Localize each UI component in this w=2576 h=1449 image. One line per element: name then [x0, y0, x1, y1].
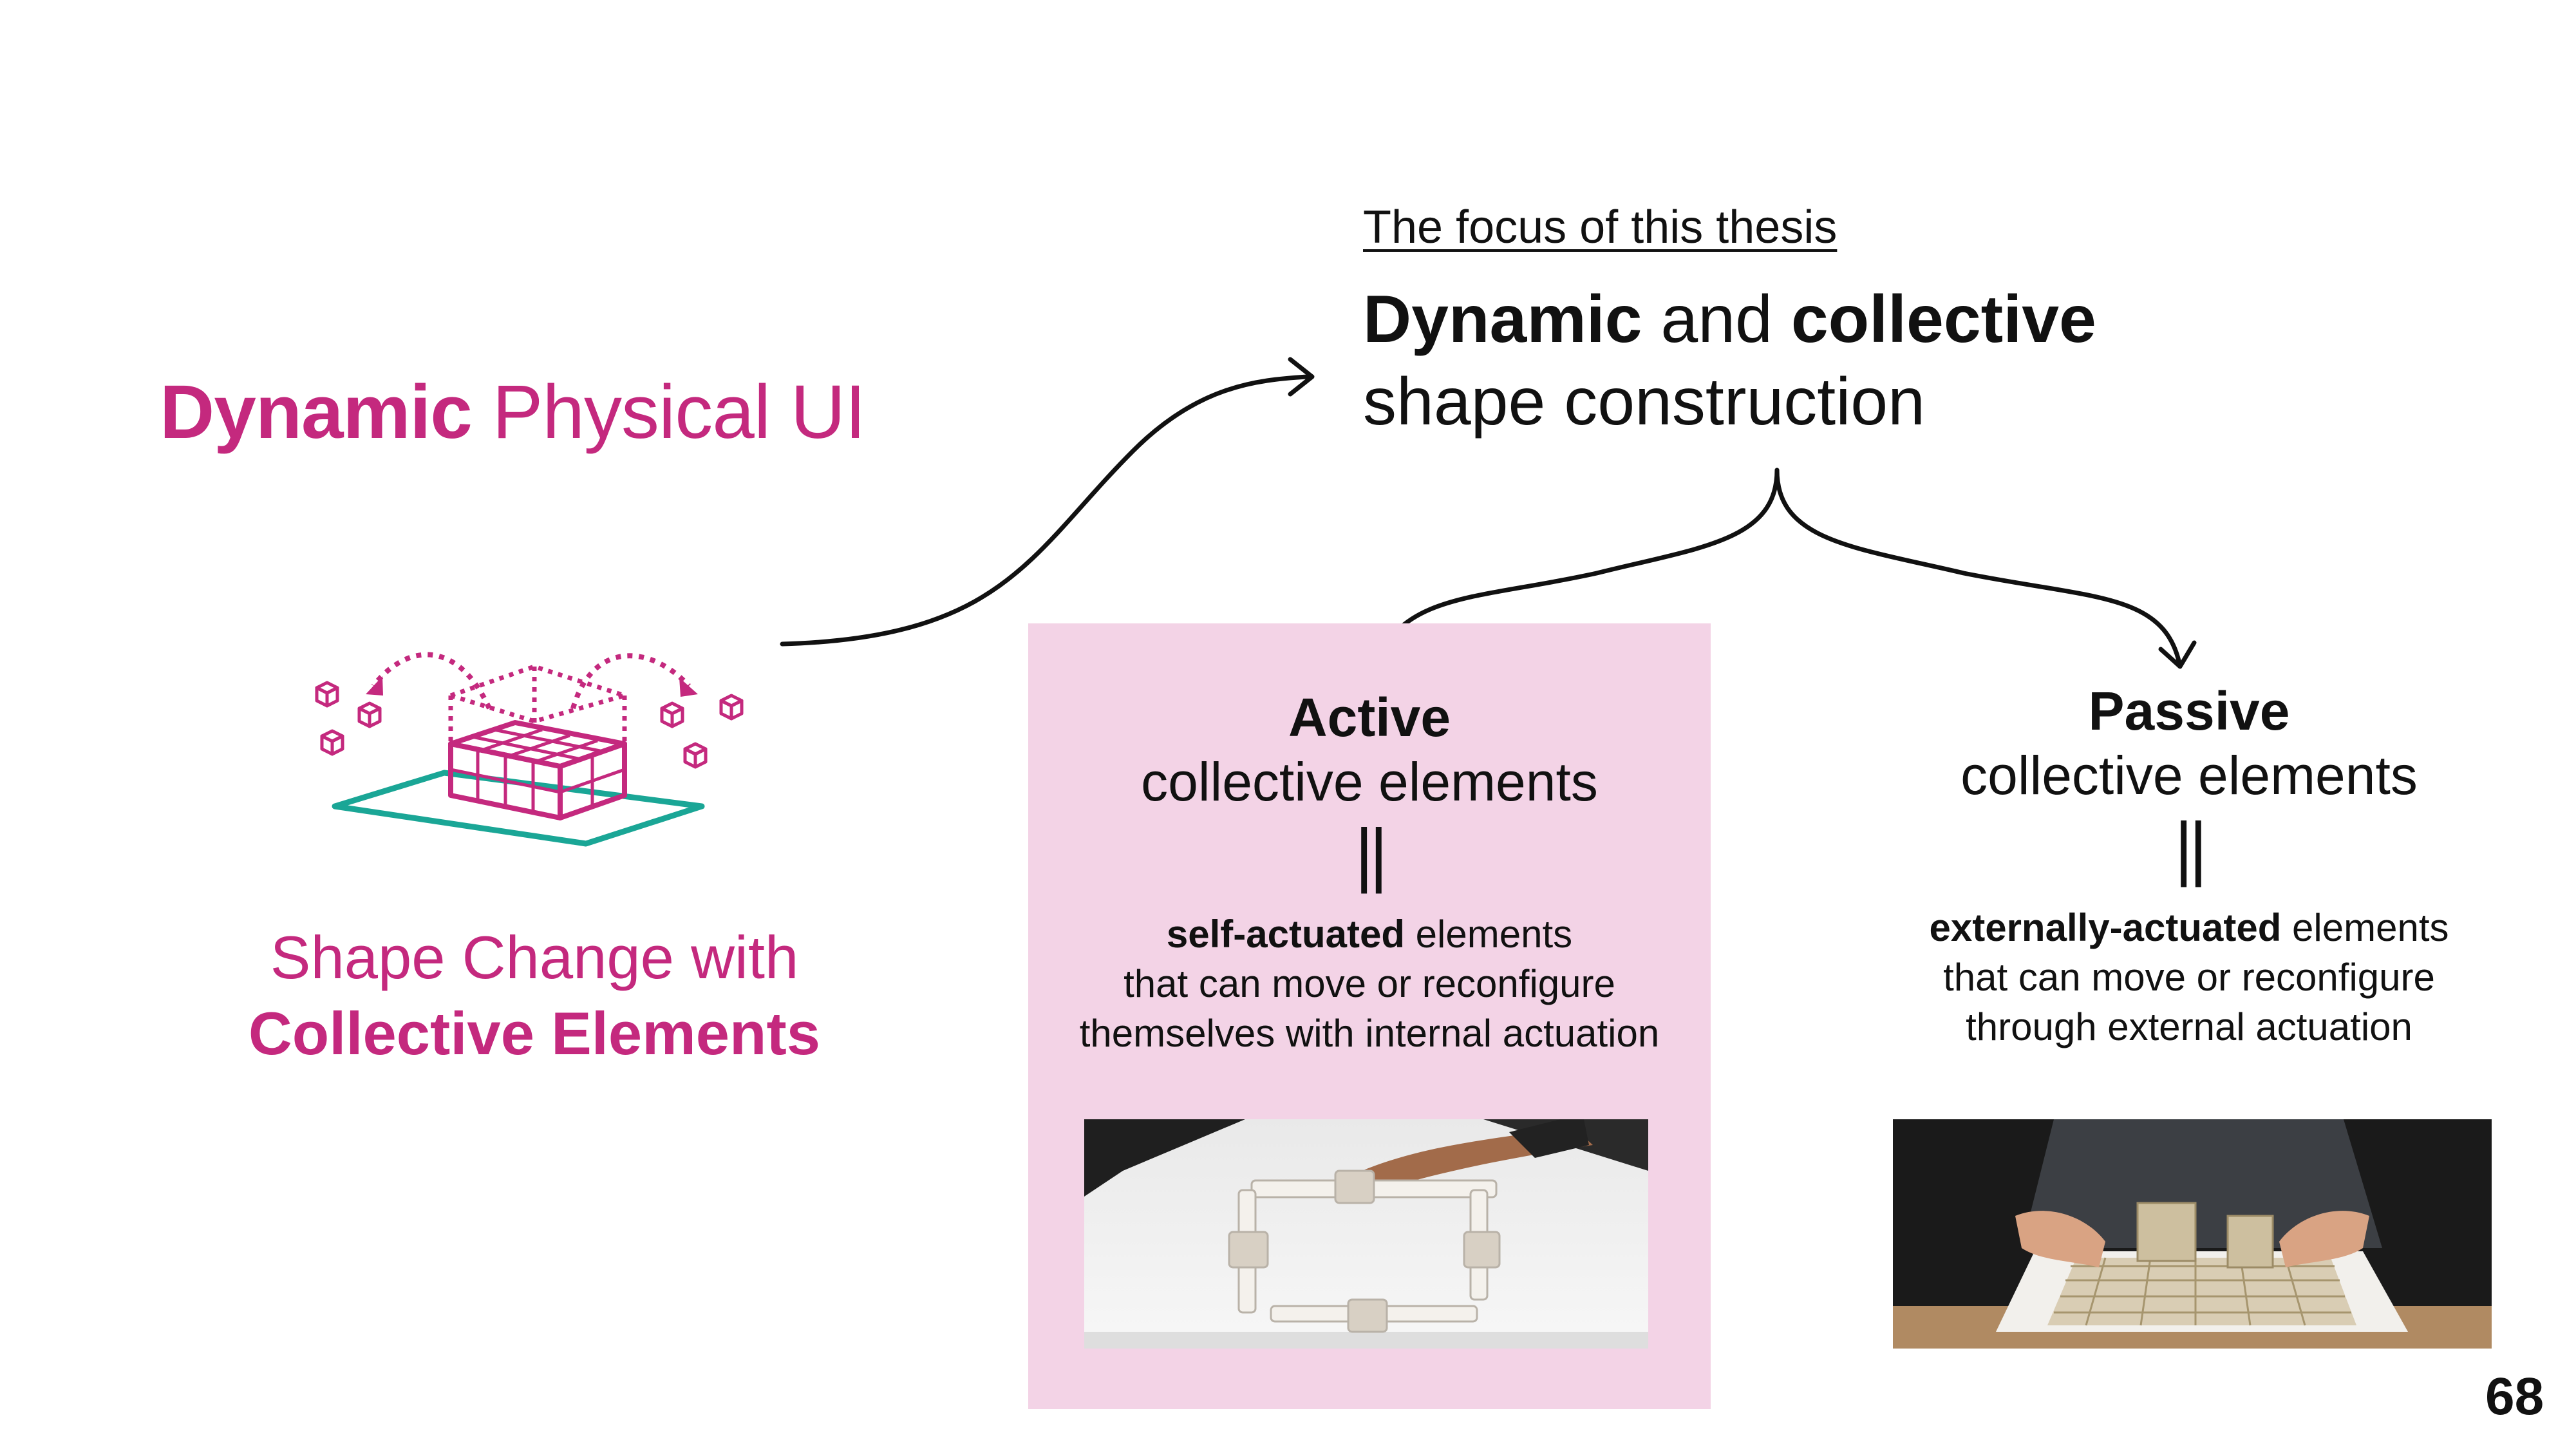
- passive-equals-sign: ||: [2174, 808, 2207, 887]
- section-title-bold: Dynamic: [160, 370, 473, 455]
- focus-heading-bold2: collective: [1791, 282, 2096, 357]
- passive-column: Passive collective elements || externall…: [1854, 679, 2524, 1052]
- focus-heading-line2: shape construction: [1363, 365, 1925, 439]
- section-title-rest: Physical UI: [471, 370, 866, 455]
- active-equals-sign: ||: [1355, 815, 1387, 894]
- passive-photo: [1893, 1119, 2492, 1349]
- active-column: Active collective elements || self-actua…: [1028, 685, 1711, 1058]
- focus-heading-and: and: [1642, 282, 1791, 357]
- active-description: self-actuated elements that can move or …: [1028, 909, 1711, 1058]
- icon-caption-line1: Shape Change with: [270, 923, 799, 991]
- passive-desc-bold: externally-actuated: [1929, 906, 2282, 949]
- shape-change-collective-elements-icon: [315, 652, 744, 847]
- active-desc-line3: themselves with internal actuation: [1079, 1012, 1660, 1055]
- active-desc-line2: that can move or reconfigure: [1123, 962, 1615, 1005]
- active-desc-rest: elements: [1404, 913, 1573, 956]
- passive-desc-rest: elements: [2281, 906, 2449, 949]
- curved-arrow-to-focus: [780, 374, 1310, 647]
- icon-caption-line2: Collective Elements: [248, 999, 821, 1067]
- active-title: Active: [1288, 687, 1451, 748]
- passive-subtitle: collective elements: [1960, 745, 2418, 806]
- passive-title: Passive: [2088, 681, 2290, 741]
- icon-caption: Shape Change with Collective Elements: [155, 920, 914, 1072]
- brace-arrow-to-passive: [1774, 468, 2182, 666]
- brace-arrow-to-active: [1374, 468, 1780, 666]
- section-title: Dynamic Physical UI: [160, 368, 866, 456]
- active-desc-bold: self-actuated: [1166, 913, 1405, 956]
- focus-heading-bold1: Dynamic: [1363, 282, 1642, 357]
- focus-heading: Dynamic and collective shape constructio…: [1363, 278, 2096, 443]
- page-number: 68: [2485, 1367, 2544, 1426]
- active-subtitle: collective elements: [1141, 752, 1598, 812]
- passive-desc-line3: through external actuation: [1966, 1005, 2412, 1048]
- focus-label: The focus of this thesis: [1363, 202, 1838, 253]
- passive-desc-line2: that can move or reconfigure: [1943, 956, 2435, 999]
- passive-description: externally-actuated elements that can mo…: [1854, 903, 2524, 1052]
- active-photo: [1084, 1119, 1648, 1349]
